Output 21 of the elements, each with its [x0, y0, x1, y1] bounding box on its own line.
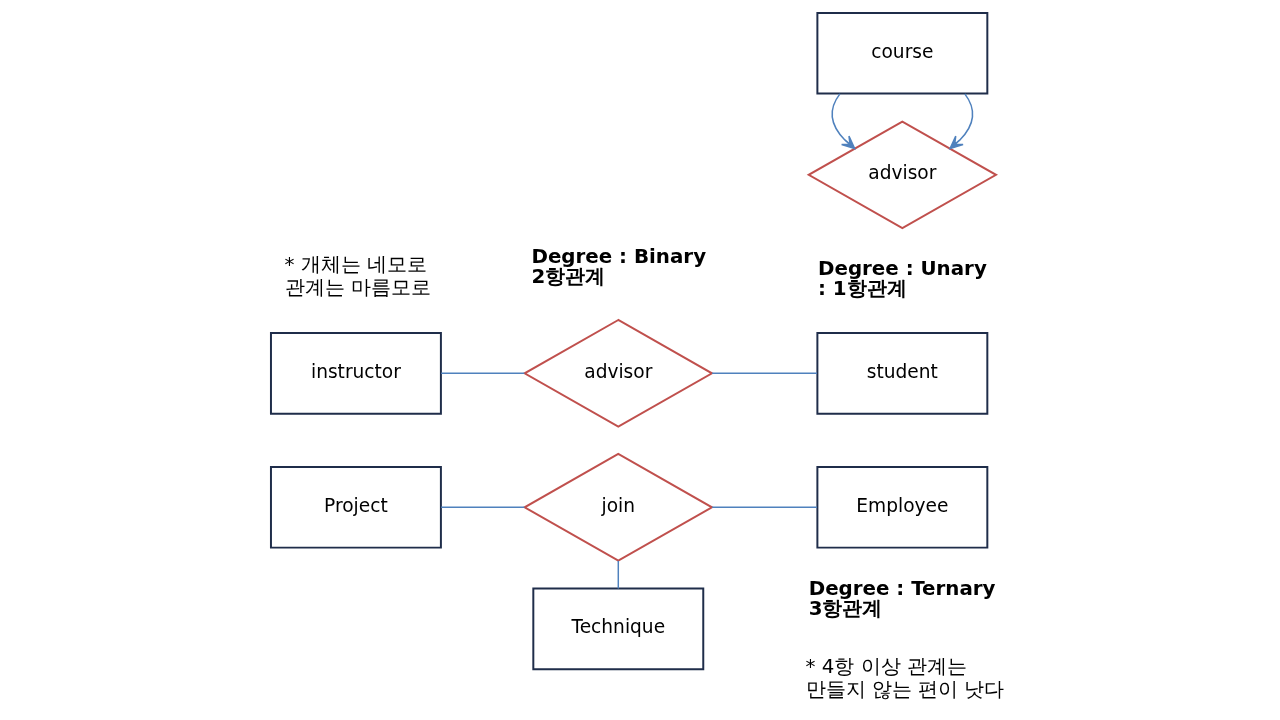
node-box: Technique	[532, 587, 705, 671]
node-box: Project	[269, 466, 442, 549]
arrow	[949, 93, 974, 150]
connector	[440, 506, 526, 509]
label: Degree : Ternary 3항관계	[808, 577, 996, 620]
node-diamond: advisor	[806, 120, 998, 230]
node-diamond: advisor	[522, 318, 714, 428]
node-box: Employee	[816, 466, 989, 549]
node-box: student	[816, 332, 989, 415]
arrow	[831, 93, 856, 150]
label: * 개체는 네모로 관계는 마름모로	[284, 253, 431, 299]
label: * 4항 이상 관계는 만들지 않는 편이 낫다	[805, 655, 1005, 701]
node-box: course	[816, 12, 989, 95]
node-diamond: join	[522, 452, 714, 562]
label: Degree : Binary 2항관계	[531, 244, 707, 288]
node-box: instructor	[269, 332, 442, 415]
connector	[617, 560, 620, 590]
connector	[711, 506, 818, 509]
connector	[711, 372, 818, 375]
connector	[440, 372, 526, 375]
label: Degree : Unary : 1항관계	[818, 257, 987, 300]
